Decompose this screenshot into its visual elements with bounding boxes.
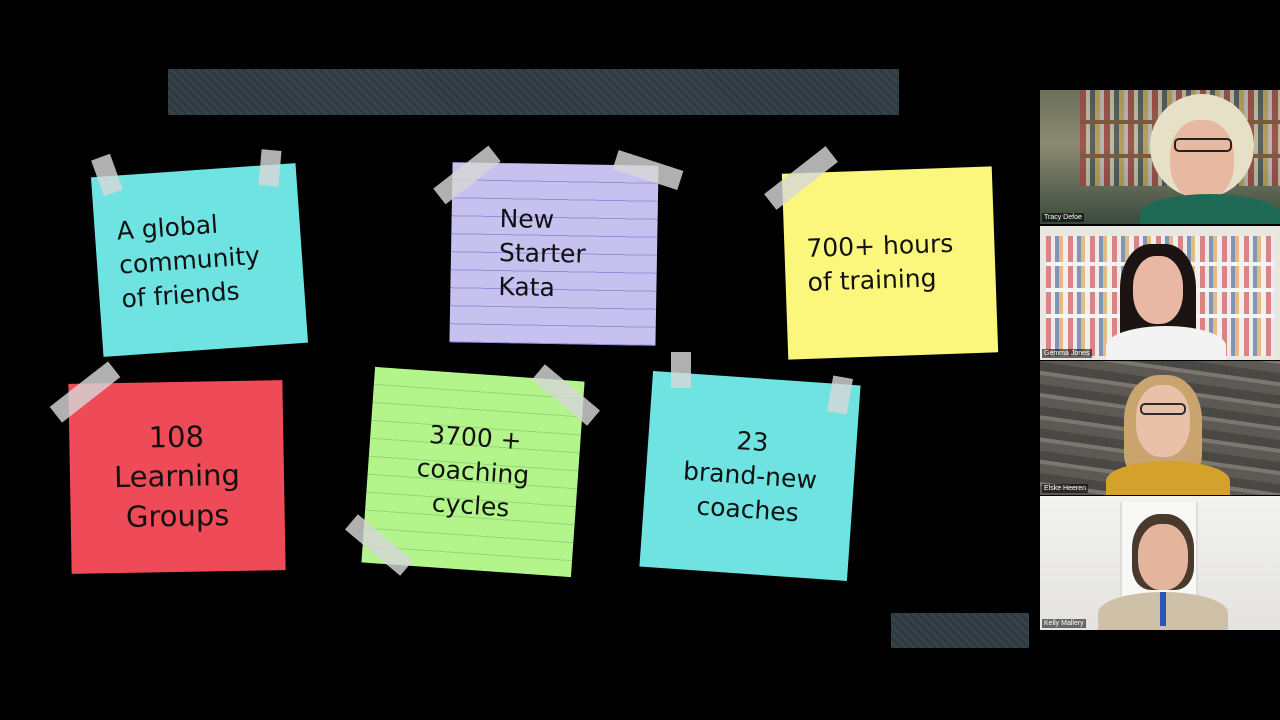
sticky-note-learning-groups: 108 Learning Groups [68,380,286,574]
sticky-note-training-hours: 700+ hours of training [781,166,999,360]
glasses [1140,403,1186,415]
note-line: of training [807,263,937,297]
person-face [1136,385,1190,457]
participant-tile-2[interactable]: Gemma Jones [1040,226,1280,360]
participant-tile-1[interactable]: Tracy Defoe [1040,90,1280,224]
note-line: 108 [148,419,205,455]
title-banner [168,69,899,115]
glasses [1174,138,1232,152]
note-line: New [499,204,555,235]
sticky-note-new-starter-kata: New Starter Kata [449,162,659,346]
lanyard [1160,592,1166,626]
person-shoulders [1106,461,1230,495]
person-shoulders [1106,326,1226,360]
tape-strip [671,352,691,388]
sticky-note-global-community: A global community of friends [90,163,309,357]
participant-name: Kelly Mallery [1042,619,1086,628]
participant-name: Elske Heeren [1042,484,1089,493]
note-line: Kata [498,271,556,302]
participant-name: Gemma Jones [1042,349,1092,358]
participant-tile-3[interactable]: Elske Heeren [1040,361,1280,495]
participant-name: Tracy Defoe [1042,213,1084,222]
person-shoulders [1140,194,1280,224]
note-line: Starter [498,238,586,269]
note-line: Learning [113,458,241,495]
participant-tile-4[interactable]: Kelly Mallery [1040,496,1280,630]
tape-strip [258,149,282,187]
note-line: Groups [125,497,230,534]
person-face [1133,256,1183,324]
person-face [1138,524,1188,590]
shared-slide: A global community of friends New Starte… [49,69,1029,648]
person-face [1170,120,1234,200]
footer-banner [891,613,1029,648]
